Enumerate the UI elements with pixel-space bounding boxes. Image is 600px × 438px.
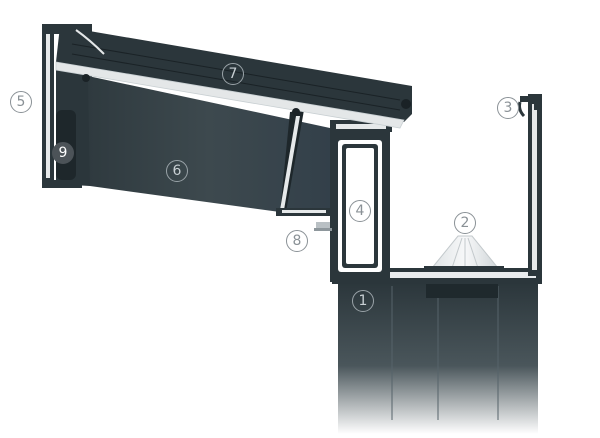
- callout-3: 3: [497, 97, 519, 119]
- screen-box: [56, 70, 92, 186]
- callout-7: 7: [222, 63, 244, 85]
- callout-1: 1: [352, 290, 374, 312]
- callout-6: 6: [166, 160, 188, 182]
- callout-4: 4: [349, 200, 371, 222]
- side-panel: [88, 76, 332, 216]
- drain-cone: [424, 235, 504, 270]
- callout-5: 5: [10, 91, 32, 113]
- gutter-wall: [518, 94, 542, 276]
- callout-2: 2: [454, 212, 476, 234]
- fixing-clip: [314, 222, 332, 231]
- callout-9: 9: [52, 142, 74, 164]
- callout-8: 8: [286, 230, 308, 252]
